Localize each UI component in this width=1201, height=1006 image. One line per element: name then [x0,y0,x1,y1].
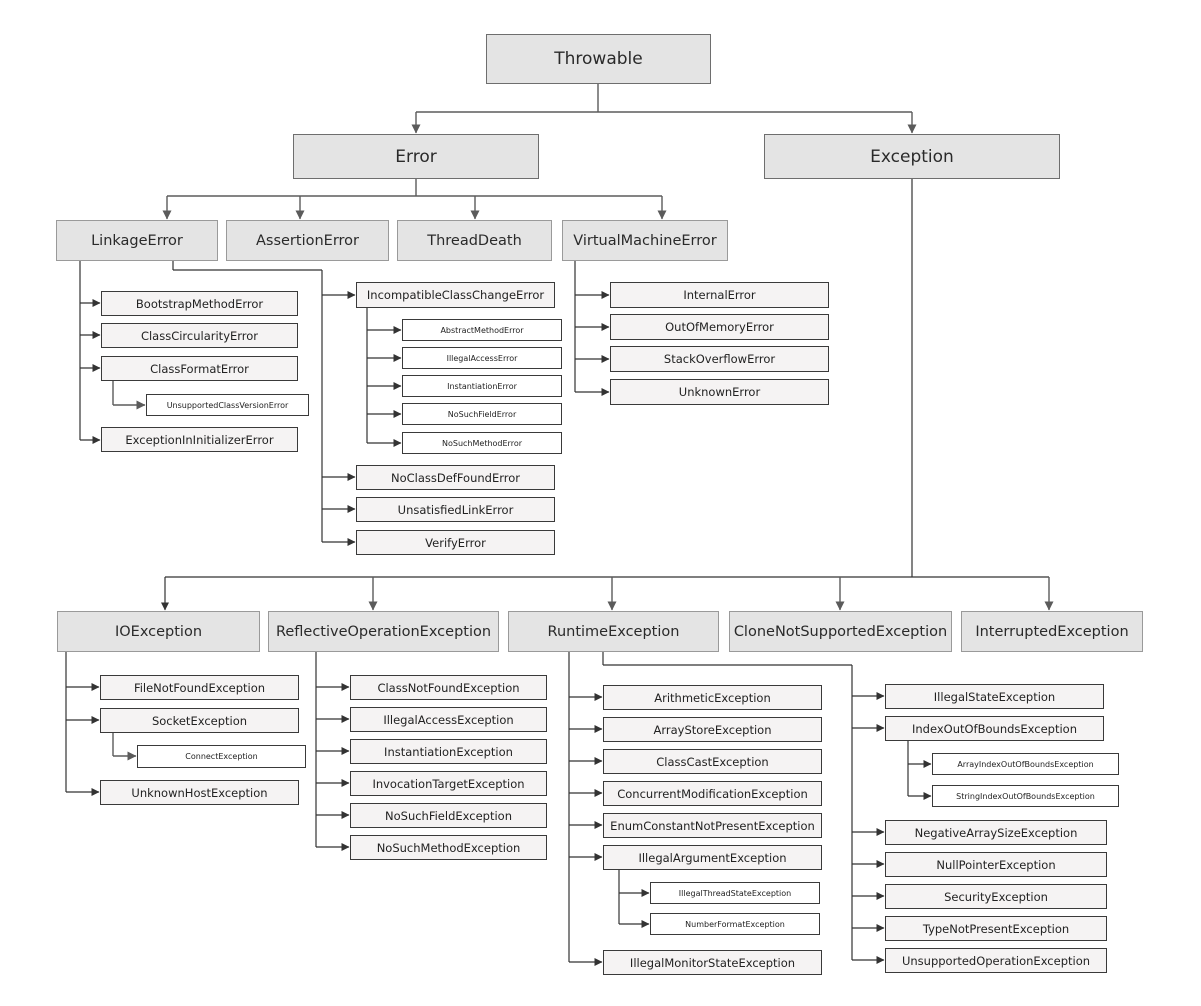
node-no-such-field-exception: NoSuchFieldException [350,803,547,828]
node-unsupported-operation-exception: UnsupportedOperationException [885,948,1107,973]
node-illegal-access-exception: IllegalAccessException [350,707,547,732]
node-no-such-field-error: NoSuchFieldError [402,403,562,425]
node-error: Error [293,134,539,179]
node-virtual-machine-error: VirtualMachineError [562,220,728,261]
node-class-format-error: ClassFormatError [101,356,298,381]
node-array-store-exception: ArrayStoreException [603,717,822,742]
node-invocation-target-exception: InvocationTargetException [350,771,547,796]
node-socket-exception: SocketException [100,708,299,733]
node-interrupted-exception: InterruptedException [961,611,1143,652]
node-negative-array-size-exception: NegativeArraySizeException [885,820,1107,845]
node-runtime-exception: RuntimeException [508,611,719,652]
node-string-index-out-of-bounds-exception: StringIndexOutOfBoundsException [932,785,1119,807]
node-type-not-present-exception: TypeNotPresentException [885,916,1107,941]
node-linkage-error: LinkageError [56,220,218,261]
node-verify-error: VerifyError [356,530,555,555]
node-exception: Exception [764,134,1060,179]
node-stack-overflow-error: StackOverflowError [610,346,829,372]
node-throwable: Throwable [486,34,711,84]
node-thread-death: ThreadDeath [397,220,552,261]
node-number-format-exception: NumberFormatException [650,913,820,935]
node-unsupported-class-version-error: UnsupportedClassVersionError [146,394,309,416]
node-instantiation-error: InstantiationError [402,375,562,397]
node-reflective-operation-exception: ReflectiveOperationException [268,611,499,652]
node-concurrent-modification-exception: ConcurrentModificationException [603,781,822,806]
node-unknown-error: UnknownError [610,379,829,405]
node-bootstrap-method-error: BootstrapMethodError [101,291,298,316]
node-io-exception: IOException [57,611,260,652]
node-illegal-monitor-state-exception: IllegalMonitorStateException [603,950,822,975]
node-internal-error: InternalError [610,282,829,308]
node-abstract-method-error: AbstractMethodError [402,319,562,341]
node-unsatisfied-link-error: UnsatisfiedLinkError [356,497,555,522]
node-connect-exception: ConnectException [137,745,306,768]
node-incompatible-class-change-error: IncompatibleClassChangeError [356,282,555,308]
node-assertion-error: AssertionError [226,220,389,261]
node-out-of-memory-error: OutOfMemoryError [610,314,829,340]
node-illegal-state-exception: IllegalStateException [885,684,1104,709]
node-instantiation-exception: InstantiationException [350,739,547,764]
node-clone-not-supported-exception: CloneNotSupportedException [729,611,952,652]
node-class-circularity-error: ClassCircularityError [101,323,298,348]
node-illegal-argument-exception: IllegalArgumentException [603,845,822,870]
node-security-exception: SecurityException [885,884,1107,909]
node-no-class-def-found-error: NoClassDefFoundError [356,465,555,490]
node-exception-in-initializer-error: ExceptionInInitializerError [101,427,298,452]
node-arithmetic-exception: ArithmeticException [603,685,822,710]
node-null-pointer-exception: NullPointerException [885,852,1107,877]
node-enum-constant-not-present-exception: EnumConstantNotPresentException [603,813,822,838]
node-illegal-access-error: IllegalAccessError [402,347,562,369]
node-no-such-method-exception: NoSuchMethodException [350,835,547,860]
node-array-index-out-of-bounds-exception: ArrayIndexOutOfBoundsException [932,753,1119,775]
node-class-not-found-exception: ClassNotFoundException [350,675,547,700]
node-index-out-of-bounds-exception: IndexOutOfBoundsException [885,716,1104,741]
node-unknown-host-exception: UnknownHostException [100,780,299,805]
node-illegal-thread-state-exception: IllegalThreadStateException [650,882,820,904]
node-no-such-method-error: NoSuchMethodError [402,432,562,454]
node-file-not-found-exception: FileNotFoundException [100,675,299,700]
node-class-cast-exception: ClassCastException [603,749,822,774]
